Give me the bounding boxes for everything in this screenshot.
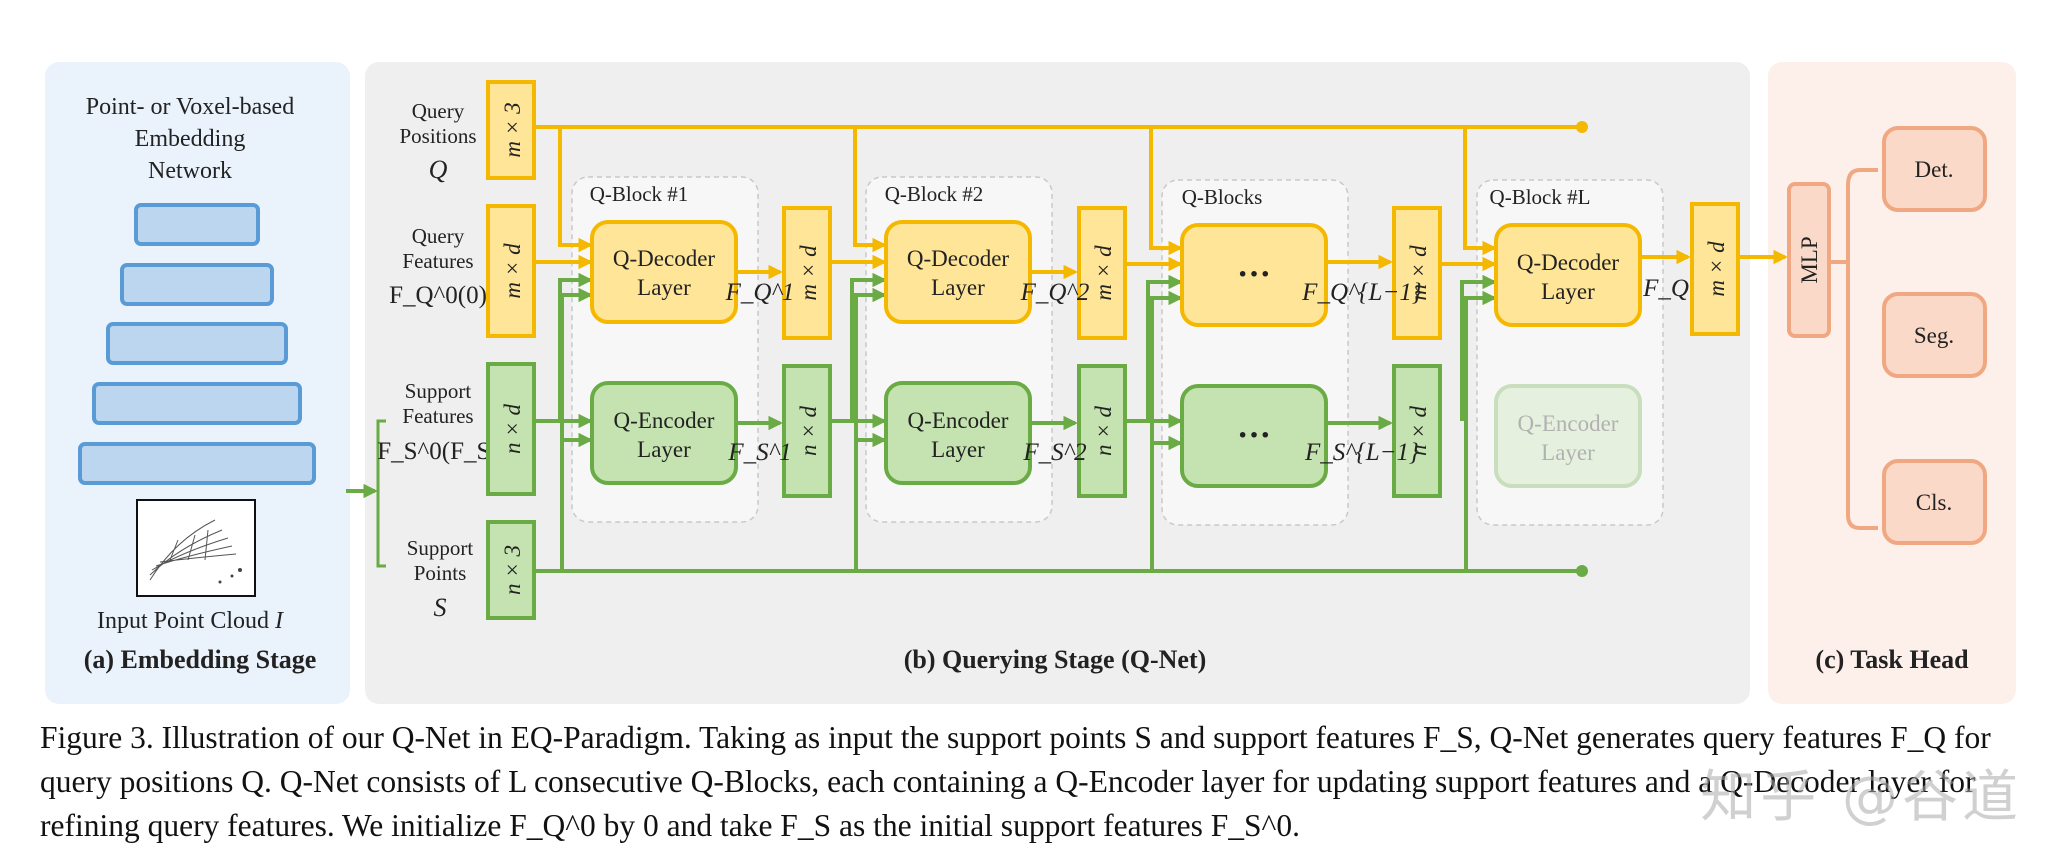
query-bus-end: [1576, 121, 1588, 133]
query-position-bus: [530, 125, 1582, 256]
f-q-l-1-label: F_Q^{L−1}: [1301, 279, 1422, 306]
q-encoder-layer-2-label: Q-Encoder: [908, 408, 1009, 433]
seg-head: [1882, 292, 1987, 378]
cls-label: Cls.: [1916, 490, 1952, 515]
f-s-l-1-label: F_S^{L−1}: [1304, 439, 1419, 466]
figure-caption: Figure 3. Illustration of our Q-Net in E…: [40, 720, 1991, 843]
dim-label: n × 3: [500, 545, 525, 595]
support-feature-flow: [536, 272, 1497, 431]
dim-label: m × 3: [500, 102, 525, 157]
encoder-layer-3: [106, 322, 288, 365]
querying-stage-title: (b) Querying Stage (Q-Net): [904, 645, 1207, 674]
embedding-output-bracket: [376, 419, 386, 568]
query-positions-label-1: Query: [412, 99, 465, 123]
block-1-support-dim-bar: [782, 364, 832, 498]
block-l-1-support-dim-bar: [1392, 364, 1442, 498]
f-q-1-label: F_Q^1: [725, 279, 795, 306]
ellipsis-label: ···: [1237, 417, 1271, 454]
q-encoder-layer-l-label: Q-Encoder: [1518, 411, 1619, 436]
q-encoder-layer-2-label: Layer: [931, 437, 985, 462]
support-features-dim-bar: [486, 362, 536, 496]
encoder-layer-1: [134, 203, 260, 246]
f-s-1-label: F_S^1: [727, 439, 791, 466]
network-label-3: Network: [148, 158, 232, 184]
q-blocks-title: Q-Blocks: [1182, 185, 1263, 209]
task-head-bracket: [1846, 168, 1878, 530]
watermark: 知乎 @谷道: [1700, 765, 2022, 830]
q-encoder-layer-ellipsis: [1180, 384, 1328, 488]
mlp-label: MLP: [1797, 236, 1822, 283]
query-features-label-2: Features: [402, 249, 473, 273]
dim-label: n × d: [1406, 405, 1431, 456]
q-decoder-layer-1-label: Q-Decoder: [613, 246, 716, 271]
input-point-cloud-label: Input Point Cloud: [97, 608, 269, 634]
query-positions-symbol: Q: [429, 155, 448, 184]
f-q-2-label: F_Q^2: [1020, 279, 1090, 306]
q-decoder-layer-l-label: Q-Decoder: [1517, 250, 1620, 275]
dim-label: n × d: [500, 403, 525, 454]
network-label-2: Embedding: [135, 126, 246, 152]
query-features-dim-bar: [486, 204, 536, 338]
block-2-support-dim-bar: [1077, 364, 1127, 498]
support-points-symbol: S: [434, 593, 447, 622]
q-decoder-layer-1: [590, 220, 738, 324]
q-net-diagram: Point- or Voxel-based Embedding Network …: [45, 62, 2016, 704]
f-q-label: F_Q: [1642, 275, 1689, 302]
seg-label: Seg.: [1914, 323, 1954, 348]
f-s-2-label: F_S^2: [1022, 439, 1086, 466]
support-features-symbol: F_S^0(F_S): [377, 438, 499, 465]
dim-label: m × d: [1704, 241, 1729, 297]
query-positions-dim-bar: [486, 80, 536, 180]
encoder-layer-2: [120, 263, 274, 306]
q-decoder-layer-2: [884, 220, 1032, 324]
point-cloud-image: [136, 499, 256, 597]
q-block-1-title: Q-Block #1: [590, 182, 689, 206]
block-l-1-query-dim-bar: [1392, 206, 1442, 340]
det-label: Det.: [1915, 157, 1954, 182]
dim-label: m × d: [500, 243, 525, 299]
dim-label: m × d: [1091, 245, 1116, 301]
q-encoder-layer-l: [1494, 384, 1642, 488]
query-features-label-1: Query: [412, 224, 465, 248]
dim-label: n × d: [1091, 405, 1116, 456]
embedding-stage-title: (a) Embedding Stage: [84, 645, 317, 674]
q-encoder-layer-1: [590, 381, 738, 485]
support-features-label-2: Features: [402, 404, 473, 428]
query-features-symbol: F_Q^0(0): [389, 282, 487, 309]
q-decoder-layer-ellipsis: [1180, 223, 1328, 327]
query-positions-label-2: Positions: [399, 124, 476, 148]
support-points-dim-bar: [486, 520, 536, 620]
q-encoder-layer-2: [884, 381, 1032, 485]
support-points-label-1: Support: [407, 536, 474, 560]
dim-label: n × d: [796, 405, 821, 456]
q-decoder-layer-2-label: Layer: [931, 275, 985, 300]
det-head: [1882, 126, 1987, 212]
q-block-l-title: Q-Block #L: [1490, 185, 1591, 209]
q-encoder-layer-l-label: Layer: [1541, 440, 1595, 465]
q-decoder-layer-2-label: Q-Decoder: [907, 246, 1010, 271]
cls-head: [1882, 459, 1987, 545]
dim-label: m × d: [796, 245, 821, 301]
network-label-1: Point- or Voxel-based: [86, 94, 294, 120]
query-feature-flow: [536, 249, 1788, 280]
ellipsis-label: ···: [1237, 256, 1271, 293]
encoder-layer-4: [92, 382, 302, 425]
support-bus-end: [1576, 565, 1588, 577]
q-encoder-layer-1-label: Q-Encoder: [614, 408, 715, 433]
dim-label: m × d: [1406, 245, 1431, 301]
support-features-label-1: Support: [405, 379, 472, 403]
q-decoder-layer-1-label: Layer: [637, 275, 691, 300]
task-head-title: (c) Task Head: [1815, 645, 1969, 674]
block-1-query-dim-bar: [782, 206, 832, 340]
q-encoder-layer-1-label: Layer: [637, 437, 691, 462]
input-symbol: I: [274, 608, 284, 634]
support-points-label-2: Points: [414, 561, 467, 585]
q-decoder-layer-l-label: Layer: [1541, 279, 1595, 304]
block-2-query-dim-bar: [1077, 206, 1127, 340]
q-decoder-layer-l: [1494, 223, 1642, 327]
svg-text:Input Point Cloud I: Input Point Cloud I: [97, 608, 284, 634]
final-query-dim-bar: [1690, 202, 1740, 336]
q-block-2-title: Q-Block #2: [885, 182, 984, 206]
encoder-layer-5: [78, 442, 316, 485]
